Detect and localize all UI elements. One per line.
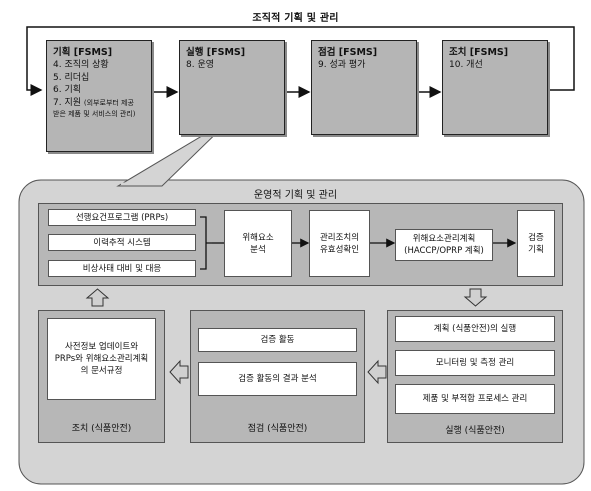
plan-fsms-box: 기획 [FSMS] 4. 조직의 상황 5. 리더십 6. 기획 7. 지원 (… [46,40,152,152]
do-food-safety-label: 실행 (식품안전) [445,426,505,436]
act-food-safety-label: 조치 (식품안전) [71,424,132,434]
left-block-arrow-do-to-check [367,359,387,385]
check-fsms-box: 점검 [FSMS] 9. 성과 평가 [311,40,417,135]
nonconformity-box: 제품 및 부적합 프로세스 관리 [395,384,555,414]
act-item-10: 10. 개선 [449,60,483,70]
act-fsms-box: 조치 [FSMS] 10. 개선 [442,40,548,135]
plan-item-7-detail: 받은 제품 및 서비스의 관리) [53,110,136,118]
check-title: 점검 [FSMS] [318,47,378,58]
check-food-safety-label: 점검 (식품안전) [247,424,308,434]
prp-bracket [200,216,212,270]
plan-item-4: 4. 조직의 상황 [53,60,109,70]
plan-execution-box: 계획 (식품안전)의 실행 [395,316,555,342]
verification-activity-box: 검증 활동 [198,328,357,352]
top-title: 조직적 기획 및 관리 [252,13,339,24]
control-validation-box: 관리조치의 유효성확인 [309,210,370,277]
up-block-arrow [85,288,110,307]
check-item-9: 9. 성과 평가 [318,60,366,70]
prp-item: 선행요건프로그램 (PRPs) [48,209,196,226]
emergency-item: 비상사태 대비 및 대응 [48,260,196,277]
plan-title: 기획 [FSMS] [53,47,113,58]
do-item-8: 8. 운영 [186,60,215,70]
act-title: 조치 [FSMS] [449,47,509,58]
ops-title: 운영적 기획 및 관리 [253,190,338,201]
down-block-arrow [463,288,488,307]
traceability-item: 이력추적 시스템 [48,234,196,251]
haccp-plan-box: 위해요소관리계획 (HACCP/OPRP 계획) [395,229,493,261]
verification-planning-box: 검증 기획 [517,210,555,277]
verification-analysis-box: 검증 활동의 결과 분석 [198,362,357,396]
plan-item-5: 5. 리더십 [53,72,90,83]
monitoring-box: 모니터링 및 측정 관리 [395,350,555,376]
callout-wedge [116,117,233,187]
left-block-arrow-check-to-act [169,359,189,385]
hazard-analysis-box: 위해요소 분석 [224,210,292,277]
plan-item-7: 7. 지원 (외부로부터 제공 [53,97,134,108]
plan-item-6: 6. 기획 [53,85,82,95]
feedback-loop-line [26,26,575,96]
do-fsms-box: 실행 [FSMS] 8. 운영 [179,40,285,135]
do-title: 실행 [FSMS] [186,47,246,58]
document-update-box: 사전정보 업데이트와 PRPs와 위해요소관리계획 의 문서규정 [47,318,156,400]
